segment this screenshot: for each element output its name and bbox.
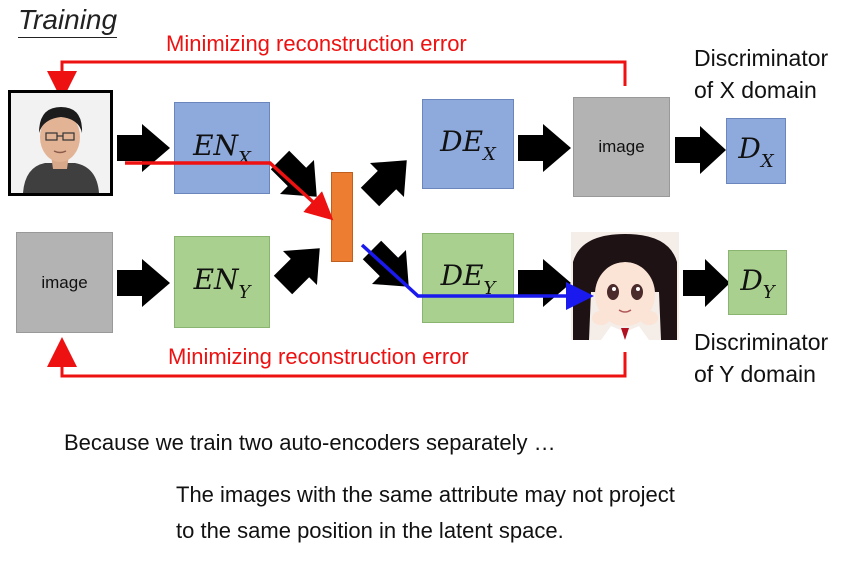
face-photo — [8, 90, 113, 196]
discriminator-y: DY — [728, 250, 787, 315]
discriminator-x: DX — [726, 118, 786, 184]
encoder-x: ENX — [174, 102, 270, 194]
encoder-y: ENY — [174, 236, 270, 328]
discriminator-x-caption: Discriminator of X domain — [694, 45, 829, 103]
decoder-x: DEX — [422, 99, 514, 189]
top-reconstruction-label: Minimizing reconstruction error — [166, 31, 467, 56]
block-arrow-eny-to-latent — [273, 248, 320, 295]
image-label: image — [41, 272, 88, 292]
discriminator-y-label: DY — [740, 263, 775, 304]
decoder-x-label: DEX — [440, 125, 496, 165]
decoder-y-label: DEY — [440, 259, 496, 299]
block-arrow-enx-to-latent — [270, 150, 317, 197]
image-label: image — [598, 137, 645, 156]
encoder-y-label: ENY — [193, 263, 251, 303]
discriminator-x-label: DX — [738, 132, 774, 172]
block-arrow-dex-to-image — [518, 124, 571, 172]
person-photo-icon — [11, 93, 110, 193]
block-arrow-anime-to-dy — [683, 259, 730, 307]
decoder-y: DEY — [422, 233, 514, 323]
block-arrow-latent-to-dex — [360, 160, 407, 207]
bottom-reconstruction-label: Minimizing reconstruction error — [168, 344, 469, 369]
note-line-2: The images with the same attribute may n… — [176, 482, 675, 507]
image-y-input: image — [16, 232, 113, 333]
bottom-reconstruction-arrow — [47, 337, 627, 378]
top-reconstruction-arrow — [47, 60, 627, 101]
block-arrow-face-to-enx — [117, 124, 170, 172]
block-arrow-image-to-eny — [117, 259, 170, 307]
block-arrow-image-to-dx — [675, 126, 726, 174]
note-line-1: Because we train two auto-encoders separ… — [64, 430, 556, 455]
page-title: Training — [18, 4, 118, 38]
discriminator-y-caption: Discriminator of Y domain — [694, 329, 829, 387]
blue-path-arrow — [360, 243, 594, 310]
note-line-3: to the same position in the latent space… — [176, 518, 564, 543]
image-x-output: image — [573, 97, 670, 197]
red-path-arrow — [125, 161, 334, 221]
